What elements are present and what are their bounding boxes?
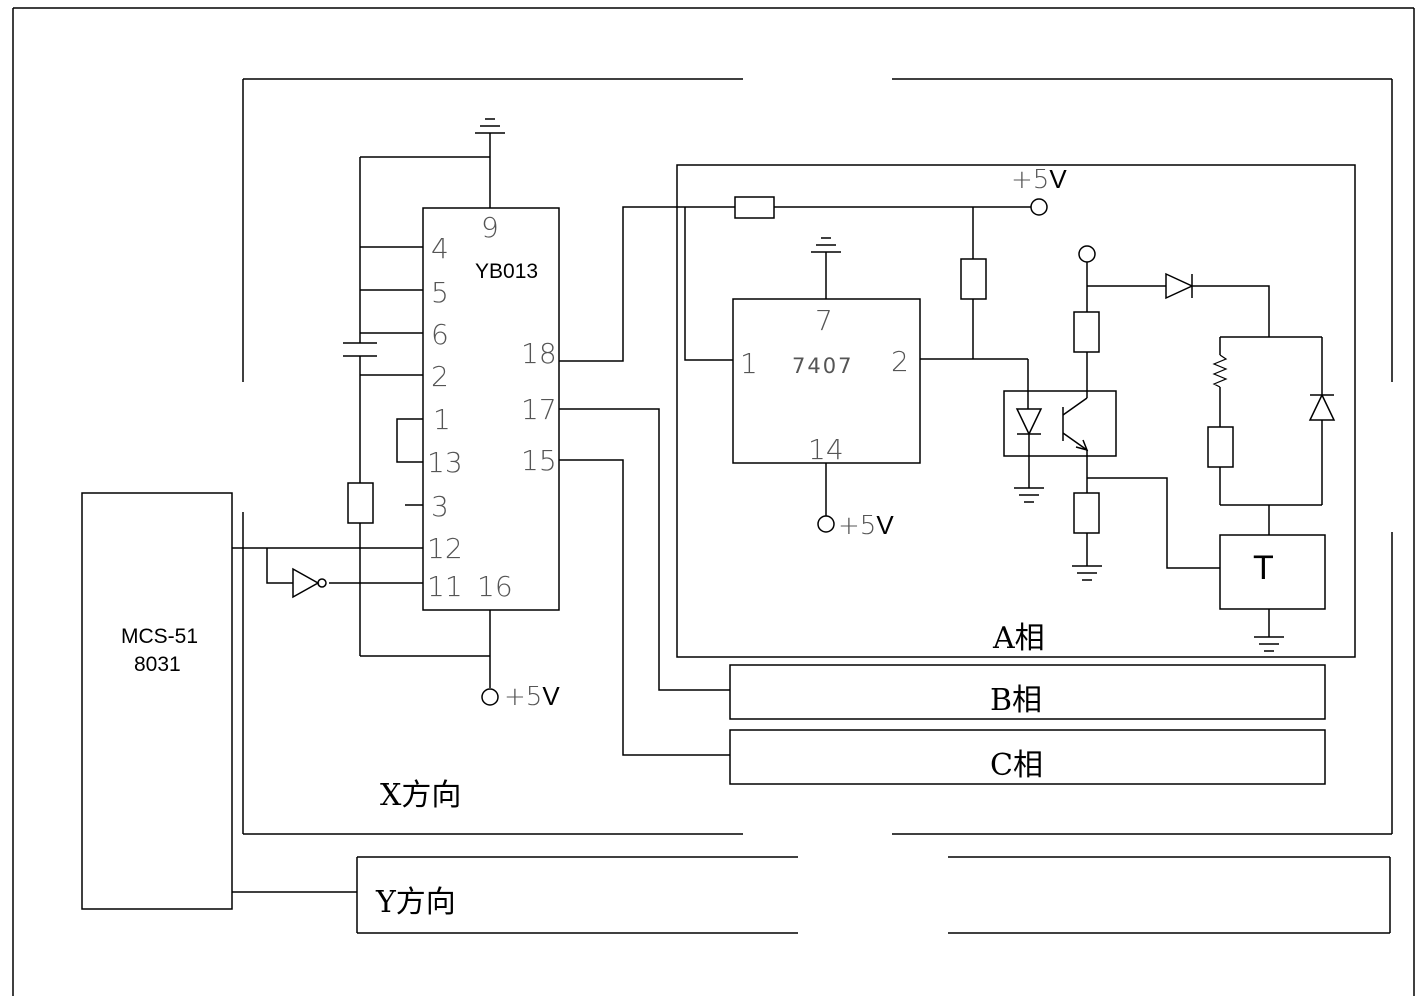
- x-direction-frame: [242, 78, 1393, 835]
- chip-7407-labels: 7 1 2 14 7407: [740, 304, 909, 466]
- phase-a-frame: [676, 164, 1356, 658]
- pin-label: 12: [427, 532, 463, 565]
- phase-b-box: [729, 664, 1326, 720]
- vcc-terminal-bottom: [481, 688, 499, 706]
- supply-labels: +5V +5V +5V: [504, 164, 1067, 712]
- inverter-gate: [292, 567, 327, 599]
- x-direction-label: X方向: [380, 778, 461, 813]
- pin-label: 2: [431, 360, 449, 393]
- pin-label: 16: [477, 570, 513, 603]
- ground-symbol-top: [475, 118, 505, 208]
- y-direction-box: [356, 856, 1391, 934]
- vcc-label-mid: +5V: [838, 510, 894, 541]
- pin-label: 13: [427, 446, 463, 479]
- pin-label: 5: [431, 276, 449, 309]
- pin-label: 1: [740, 347, 758, 380]
- yb013-output-wiring: [559, 206, 735, 756]
- yb013-chip: [422, 207, 560, 611]
- pin-label: 15: [521, 444, 557, 477]
- yb013-chip-label: YB013: [475, 260, 538, 283]
- vcc-label-top: +5V: [1011, 164, 1067, 195]
- phase-c-box: [729, 729, 1326, 785]
- pin-label: 3: [431, 490, 449, 523]
- pin-label: 4: [431, 232, 449, 265]
- y-direction-label: Y方向: [375, 885, 456, 920]
- vcc-label-bottom: +5V: [504, 681, 560, 712]
- pin-label: 6: [431, 318, 449, 351]
- yb013-pin-labels: 9 4 5 6 2 1 13 3 12 11 16 18 17 15 YB013: [427, 211, 557, 603]
- pin-label: 17: [521, 393, 557, 426]
- mcu-label-line2: 8031: [134, 653, 181, 676]
- mcu-box: [81, 492, 233, 910]
- phase-b-label: B相: [990, 683, 1042, 718]
- page-frame: [12, 7, 1415, 996]
- pin-label: 9: [481, 211, 499, 244]
- pin-label: 2: [891, 345, 909, 378]
- yb013-left-wiring: [232, 156, 491, 688]
- phase-a-label: A相: [992, 621, 1045, 656]
- thyristor-label: T: [1253, 549, 1274, 587]
- chip-7407-label: 7407: [792, 354, 853, 378]
- mcu-label-line1: MCS-51: [121, 625, 198, 648]
- pin-label: 18: [521, 337, 557, 370]
- pin-label: 14: [808, 433, 844, 466]
- pin-label: 11: [427, 570, 463, 603]
- pin-label: 7: [815, 304, 833, 337]
- phase-c-label: C相: [990, 748, 1043, 783]
- pin-label: 1: [433, 403, 451, 436]
- phase-a-circuit: [684, 196, 1336, 652]
